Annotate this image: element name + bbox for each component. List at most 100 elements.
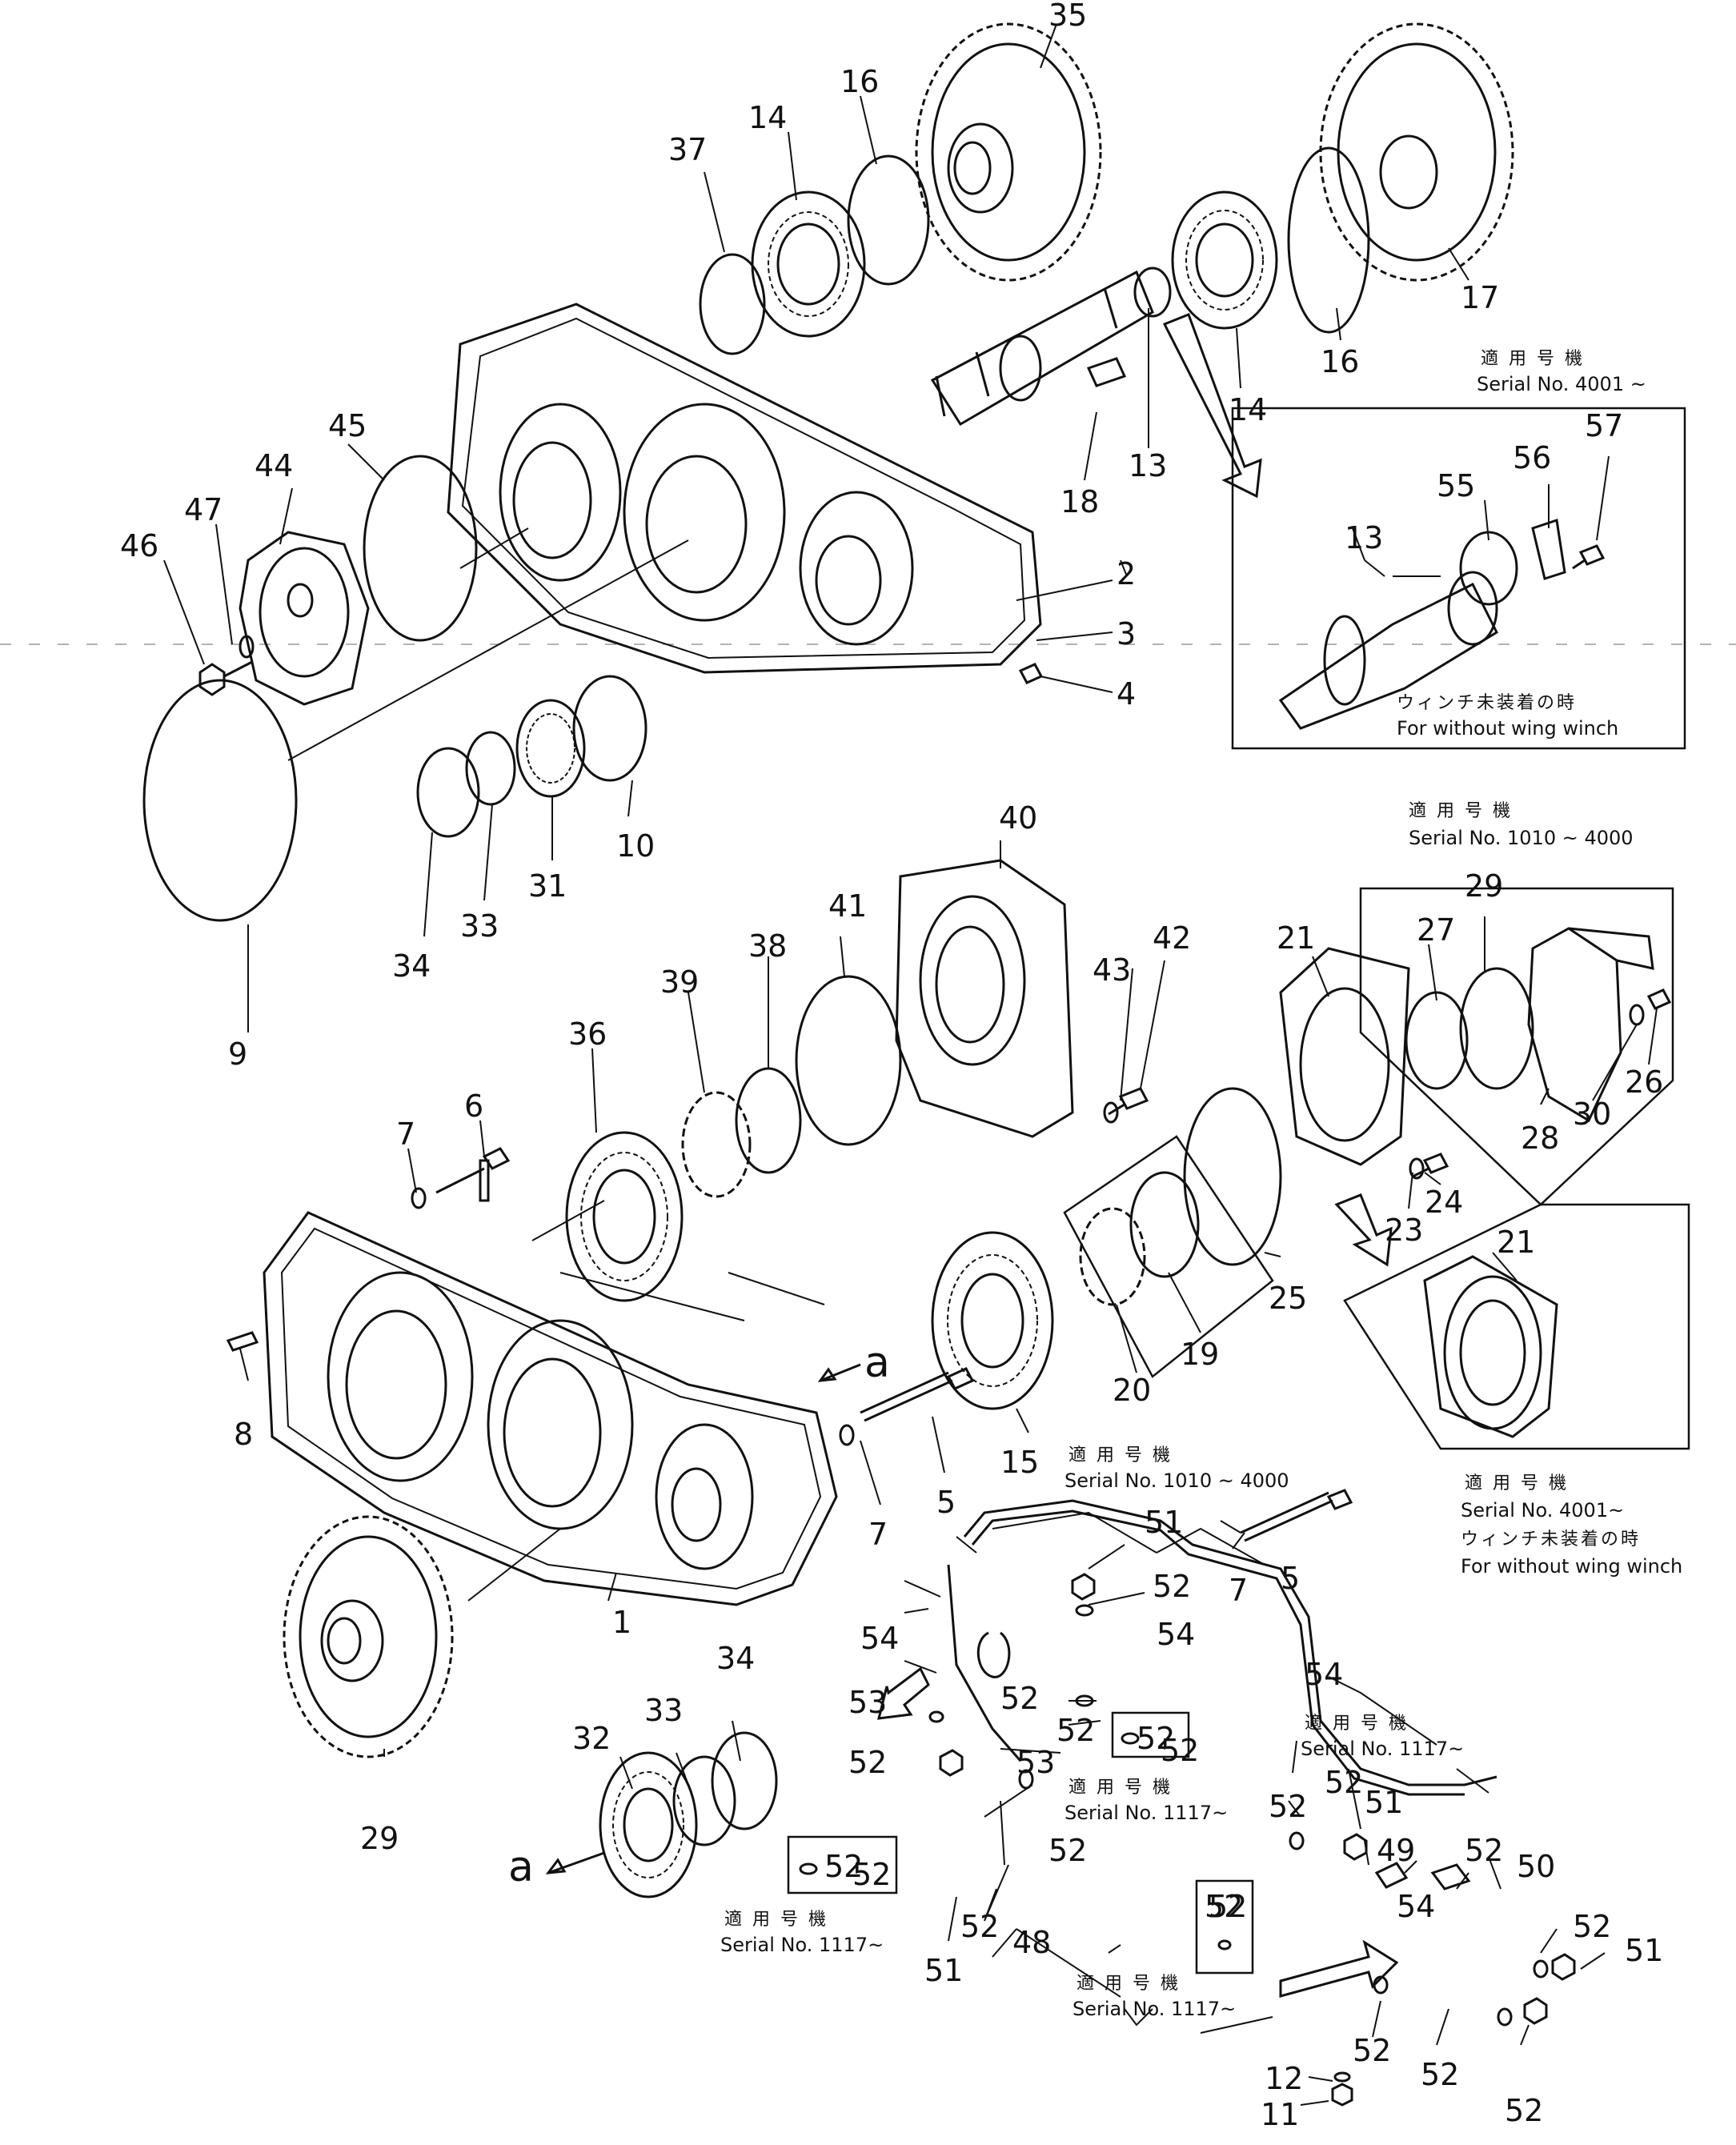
cover-21-variant bbox=[1423, 1255, 1558, 1438]
snap-ring-34-lower bbox=[711, 1731, 778, 1830]
washer-7-lower bbox=[839, 1424, 855, 1446]
o-ring-41 bbox=[795, 975, 902, 1146]
label-40: 40 bbox=[999, 800, 1037, 836]
cover-26 bbox=[1527, 927, 1654, 1123]
washer-52-8 bbox=[1497, 2007, 1513, 2027]
arrow-left bbox=[877, 1666, 930, 1720]
bolt-46 bbox=[198, 660, 253, 696]
label-16-right: 16 bbox=[1321, 344, 1359, 379]
bearing-15 bbox=[931, 1231, 1054, 1410]
label-6: 6 bbox=[464, 1089, 483, 1124]
label-49: 49 bbox=[1377, 1833, 1415, 1868]
label-52-c: 52 bbox=[1056, 1713, 1095, 1748]
arrow-mid bbox=[1334, 1193, 1393, 1267]
part-49-50 bbox=[1374, 1862, 1471, 1890]
note-jp-2: 適 用 号 機 bbox=[1409, 801, 1513, 821]
washer-52-5 bbox=[1289, 1831, 1305, 1850]
note-jp-8: 適 用 号 機 bbox=[1076, 1974, 1181, 1994]
note-jp-4: 適 用 号 機 bbox=[1465, 1473, 1569, 1493]
label-52-b: 52 bbox=[1000, 1681, 1039, 1716]
arrow-pipe bbox=[1279, 1939, 1399, 1998]
label-21-b: 21 bbox=[1497, 1225, 1535, 1260]
pipe-assembly-48 bbox=[947, 1499, 1497, 1796]
inset-box-52-c bbox=[1195, 1879, 1254, 1975]
label-35: 35 bbox=[1048, 0, 1087, 33]
label-52-n: 52 bbox=[1353, 2033, 1391, 2068]
label-26: 28 bbox=[1521, 1121, 1559, 1156]
label-27: 29 bbox=[1465, 868, 1503, 904]
nut-19 bbox=[1129, 1171, 1200, 1278]
lock-plate-56 bbox=[1531, 519, 1566, 580]
washer-22 bbox=[1409, 1157, 1425, 1180]
label-1: 1 bbox=[612, 1605, 631, 1640]
cover-40 bbox=[895, 859, 1074, 1138]
label-14-upper: 14 bbox=[748, 100, 787, 135]
label-33-lower: 33 bbox=[644, 1693, 683, 1728]
bolt-51-d bbox=[1523, 1997, 1548, 2025]
label-5-a: 5 bbox=[936, 1485, 956, 1520]
label-36: 36 bbox=[568, 1016, 607, 1052]
label-52-inset-c: 52 bbox=[1205, 1889, 1243, 1924]
label-24: 25 bbox=[1269, 1281, 1307, 1316]
inset-box-52-b bbox=[787, 1835, 898, 1894]
label-56: 56 bbox=[1513, 440, 1551, 475]
washer-43 bbox=[1103, 1101, 1119, 1124]
gasket-27 bbox=[1459, 967, 1534, 1090]
label-45: 45 bbox=[328, 408, 367, 443]
note-jp-winch-2: ウィンチ未装着の時 bbox=[1461, 1530, 1641, 1550]
label-52-d: 52 bbox=[1161, 1733, 1199, 1768]
washer-52-1 bbox=[1075, 1604, 1094, 1617]
label-11: 11 bbox=[1261, 2097, 1299, 2132]
label-55: 55 bbox=[1437, 468, 1475, 503]
note-without-winch-1: For without wing winch bbox=[1397, 717, 1618, 740]
label-39: 39 bbox=[660, 964, 699, 1000]
label-28: 26 bbox=[1625, 1064, 1663, 1100]
label-8: 8 bbox=[234, 1417, 253, 1452]
label-7-c: 7 bbox=[1229, 1573, 1248, 1608]
arrow-a-mid bbox=[817, 1363, 861, 1382]
label-47: 47 bbox=[184, 492, 223, 527]
washer-52-inset-a bbox=[1121, 1732, 1140, 1745]
label-52-h: 52 bbox=[960, 1909, 999, 1944]
label-25: 27 bbox=[1417, 912, 1455, 948]
note-serial-1117-a: Serial No. 1117~ bbox=[1301, 1738, 1464, 1760]
washer-52-3 bbox=[928, 1710, 944, 1723]
leader-lines bbox=[163, 23, 1658, 2106]
bearing-14-shaft bbox=[1171, 190, 1278, 330]
label-52-o: 52 bbox=[1421, 2057, 1459, 2092]
note-serial-1010-a: Serial No. 1010 ~ 4000 bbox=[1409, 827, 1634, 849]
label-51-top: 51 bbox=[1145, 1505, 1183, 1540]
snap-ring-16-right bbox=[1287, 146, 1370, 334]
label-17: 17 bbox=[1461, 280, 1499, 315]
key-18 bbox=[1086, 357, 1127, 387]
note-serial-1010-b: Serial No. 1010 ~ 4000 bbox=[1064, 1469, 1289, 1492]
label-51-b: 51 bbox=[1365, 1785, 1403, 1820]
pin-8 bbox=[226, 1331, 259, 1352]
label-9: 9 bbox=[228, 1036, 247, 1072]
gear-35 bbox=[915, 22, 1102, 282]
shaft-13 bbox=[930, 267, 1172, 427]
bolt-51-b bbox=[1343, 1833, 1368, 1861]
label-3: 3 bbox=[1117, 616, 1136, 652]
label-51-a: 51 bbox=[924, 1953, 963, 1988]
label-38: 38 bbox=[748, 928, 787, 964]
label-29: 30 bbox=[1573, 1097, 1611, 1132]
bolt-23 bbox=[1412, 1153, 1449, 1178]
label-22: 23 bbox=[1385, 1213, 1423, 1248]
label-20: 20 bbox=[1113, 1373, 1151, 1408]
label-37: 37 bbox=[668, 132, 707, 167]
serial-1010-4000-box-lower bbox=[1063, 1135, 1274, 1378]
snap-ring-16-upper bbox=[847, 154, 930, 286]
label-50: 50 bbox=[1517, 1849, 1555, 1884]
label-52-i: 52 bbox=[1269, 1789, 1307, 1824]
label-12: 12 bbox=[1265, 2061, 1303, 2096]
label-31: 31 bbox=[528, 868, 567, 904]
bearing-31 bbox=[515, 699, 586, 798]
bolt-5-pipe bbox=[1240, 1489, 1353, 1542]
note-jp-5: 適 用 号 機 bbox=[1305, 1714, 1409, 1734]
label-a-lower: a bbox=[508, 1843, 534, 1891]
washer-12 bbox=[1333, 2071, 1351, 2083]
cover-21 bbox=[1279, 947, 1410, 1166]
label-54-d: 54 bbox=[1397, 1889, 1435, 1924]
serial-notes: 適 用 号 機 Serial No. 4001 ~ ウィンチ未装着の時 For … bbox=[720, 349, 1682, 2020]
